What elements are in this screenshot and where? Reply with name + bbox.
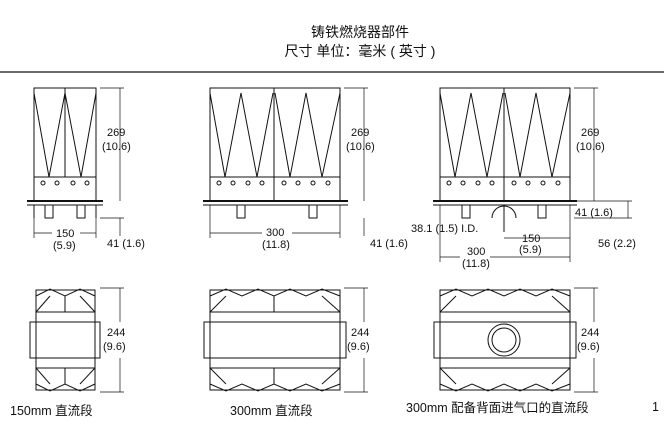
dim-lines-150 [33, 87, 124, 238]
page-number: 1 [652, 400, 659, 414]
title-line-2: 尺寸 单位：毫米 ( 英寸 ) [284, 43, 436, 59]
dim-300-in-c: (11.8) [462, 258, 490, 270]
dim-269-c: 269 [581, 127, 599, 139]
dim-lines-244-c [574, 287, 598, 393]
dim-244-in-b: (9.6) [347, 341, 370, 353]
dim-300-in-b: (11.8) [262, 239, 290, 251]
dim-150-in-c: (5.9) [519, 244, 542, 256]
dim-269-in-a: (10.6) [102, 141, 131, 153]
dim-269-b: 269 [351, 127, 369, 139]
dim-41-a: 41 (1.6) [107, 238, 145, 250]
dim-150-a: 150 [56, 228, 74, 240]
front-view-300-rear-inlet [433, 87, 577, 232]
dim-lines-244-b [344, 287, 368, 393]
dim-lines-244-a [100, 287, 124, 393]
dim-269-in-b: (10.6) [346, 141, 375, 153]
dim-lines-300 [209, 87, 368, 238]
dim-269-in-c: (10.6) [576, 141, 605, 153]
dim-244-c: 244 [581, 327, 599, 339]
top-view-300 [203, 288, 347, 392]
dim-244-in-c: (9.6) [577, 341, 600, 353]
dim-244-b: 244 [351, 327, 369, 339]
dim-150-in-a: (5.9) [53, 240, 76, 252]
dim-150-c: 150 [522, 233, 540, 245]
title-line-1: 铸铁燃烧器部件 [311, 24, 409, 40]
caption-300-rear: 300mm 配备背面进气口的直流段 [406, 401, 589, 415]
dim-269-a: 269 [107, 127, 125, 139]
dim-56-c: 56 (2.2) [598, 238, 636, 250]
front-view-300 [203, 87, 348, 219]
caption-300: 300mm 直流段 [230, 404, 313, 418]
dim-41-c: 41 (1.6) [575, 207, 613, 219]
dim-244-in-a: (9.6) [103, 341, 126, 353]
dim-41-b: 41 (1.6) [370, 238, 408, 250]
dim-300-b: 300 [266, 227, 284, 239]
top-view-300-rear-inlet [433, 288, 577, 392]
front-view-150 [27, 87, 103, 219]
dim-id-c: 38.1 (1.5) I.D. [411, 223, 478, 235]
dim-lines-300-rear [439, 87, 632, 262]
dim-244-a: 244 [107, 327, 125, 339]
caption-150: 150mm 直流段 [10, 404, 93, 418]
dim-300-c: 300 [467, 246, 485, 258]
top-view-150 [29, 288, 101, 392]
